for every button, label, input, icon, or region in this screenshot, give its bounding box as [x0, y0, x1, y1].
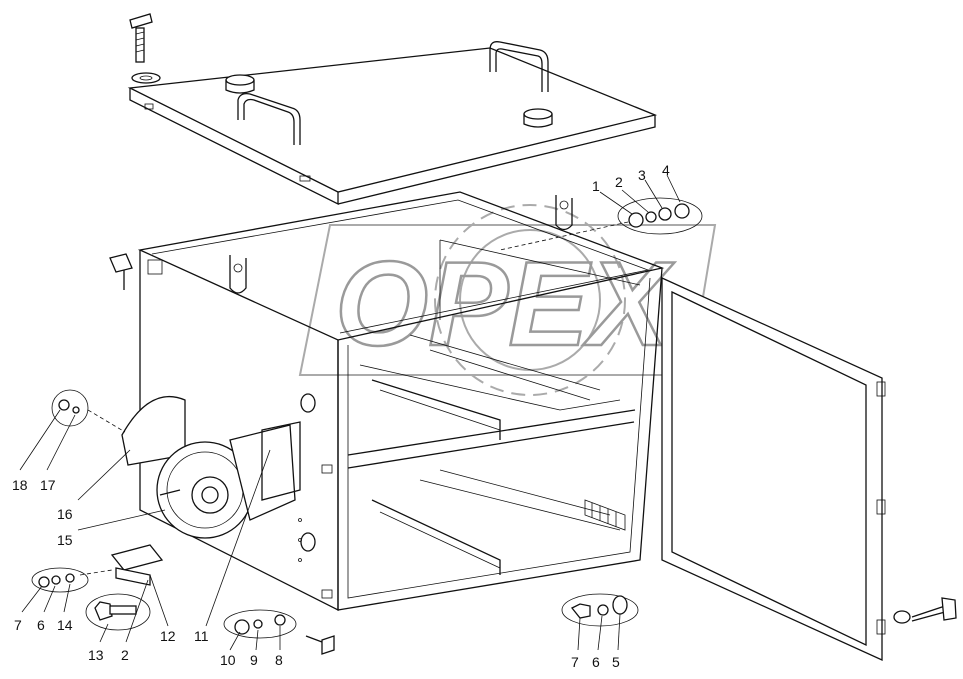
- pin: [109, 253, 133, 290]
- callout-7-left: 7: [14, 617, 22, 633]
- leader-lines: [19, 174, 681, 651]
- callout-14: 14: [57, 617, 73, 633]
- callout-16: 16: [57, 506, 73, 522]
- door: [661, 276, 886, 662]
- blower: [121, 395, 301, 539]
- callout-12: 12: [160, 628, 176, 644]
- washer-group-5-7: [561, 593, 639, 627]
- callout-6-right: 6: [592, 654, 600, 670]
- top-bolt: [129, 13, 161, 84]
- callout-4: 4: [662, 162, 670, 178]
- callout-3: 3: [638, 167, 646, 183]
- bracket: [110, 544, 164, 586]
- watermark-text: OPEX: [335, 237, 675, 371]
- callout-15: 15: [57, 532, 73, 548]
- callout-17: 17: [40, 477, 56, 493]
- callout-6-left: 6: [37, 617, 45, 633]
- rivet: [305, 635, 335, 655]
- washer-group-6-7-14: [31, 567, 113, 593]
- callout-1: 1: [592, 178, 600, 194]
- watermark: OPEX: [298, 204, 717, 396]
- callout-labels: 1 2 3 4 18 17 16 15 7 6 14 13 2 12 11 10…: [12, 162, 670, 670]
- washer-group-8-10: [223, 609, 297, 639]
- washer-group-17-18: [51, 389, 126, 433]
- callout-8: 8: [275, 652, 283, 668]
- washer-group-1-4: [499, 197, 703, 251]
- callout-2-bottom: 2: [121, 647, 129, 663]
- callout-18: 18: [12, 477, 28, 493]
- callout-9: 9: [250, 652, 258, 668]
- callout-10: 10: [220, 652, 236, 668]
- lid: [127, 41, 658, 206]
- callout-11: 11: [194, 628, 209, 644]
- cabinet-body: [137, 191, 665, 612]
- callout-5: 5: [612, 654, 620, 670]
- callout-13: 13: [88, 647, 104, 663]
- callout-2: 2: [615, 174, 623, 190]
- door-knob: [893, 597, 957, 624]
- callout-7-right: 7: [571, 654, 579, 670]
- bolt-13: [85, 593, 151, 631]
